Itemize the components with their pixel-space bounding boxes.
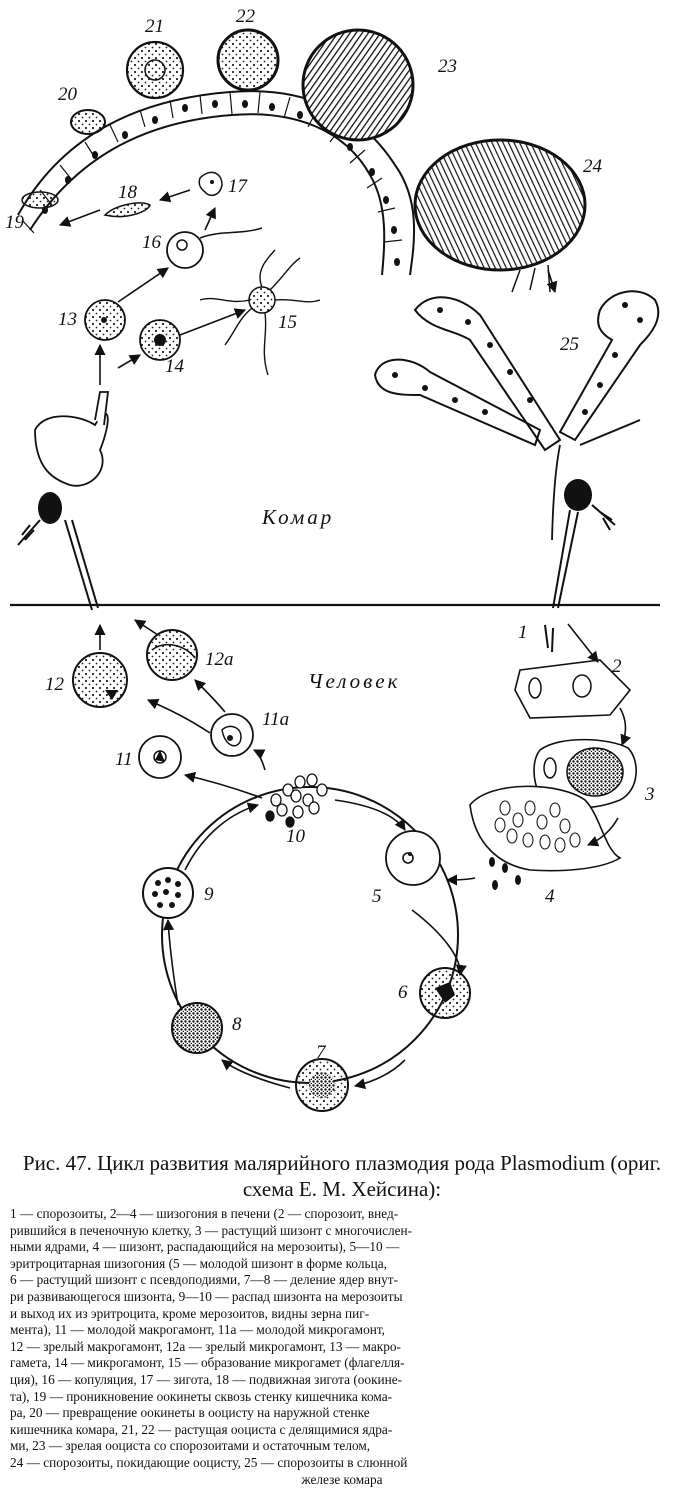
caption-line: железе комара	[301, 1471, 383, 1487]
stage-label-24: 24	[583, 156, 603, 177]
stage-label-12a: 12а	[205, 649, 234, 670]
caption-line: ция), 16 — копуляция, 17 — зигота, 18 — …	[10, 1371, 403, 1387]
region-label-human: Человек	[308, 669, 400, 693]
mature-macrogamont-12	[72, 652, 128, 708]
liver-cell-2	[514, 659, 632, 719]
stage-label-8: 8	[232, 1014, 242, 1035]
salivary-gland-25	[373, 290, 660, 541]
oocyst-24-releasing-sporozoites	[413, 138, 587, 293]
dividing-schizont-7	[295, 1058, 349, 1112]
young-ring-schizont-5	[385, 830, 441, 886]
stage-label-5: 5	[372, 886, 382, 907]
caption-line: рившийся в печеночную клетку, 3 — растущ…	[10, 1222, 413, 1238]
free-merozoites-10	[265, 773, 328, 828]
stage-label-22: 22	[236, 6, 256, 27]
stage-label-14: 14	[165, 356, 185, 377]
young-macrogamont-11	[138, 735, 182, 779]
caption-line: мента), 11 — молодой макрогамонт, 11а — …	[10, 1322, 385, 1338]
stage-label-17: 17	[228, 176, 249, 197]
stage-label-2: 2	[612, 656, 622, 677]
cycle-arrows	[58, 189, 631, 1090]
stage-label-21: 21	[145, 16, 164, 37]
caption-line: ра, 20 — превращение оокинеты в ооцисту …	[10, 1405, 370, 1421]
stage-label-3: 3	[644, 784, 655, 805]
caption-line: гамета, 14 — микрогамонт, 15 — образован…	[10, 1355, 405, 1371]
stage-label-15: 15	[278, 312, 297, 333]
caption-line: та), 19 — проникновение оокинеты сквозь …	[10, 1388, 393, 1404]
oocyst-22	[216, 28, 280, 92]
caption-line: 12 — зрелый макрогамонт, 12а — зрелый ми…	[10, 1338, 401, 1354]
ookinete-19	[21, 191, 59, 209]
young-microgamont-11a	[210, 713, 254, 757]
region-label-mosquito: Комар	[261, 505, 334, 529]
stage-label-10: 10	[286, 826, 306, 847]
oocyst-21	[125, 40, 185, 100]
schizont-merozoites-9	[142, 867, 194, 919]
dividing-schizont-8	[171, 1002, 223, 1054]
caption-line: 6 — растущий шизонт с псевдоподиями, 7—8…	[10, 1272, 399, 1288]
stage-label-11a: 11а	[262, 709, 289, 730]
stage-label-6: 6	[398, 982, 408, 1003]
stage-label-7: 7	[316, 1042, 327, 1063]
microgametes-formation-15	[199, 249, 321, 376]
mature-microgamont-12a	[146, 629, 198, 681]
microgamont-14	[139, 319, 181, 361]
stage-label-1: 1	[518, 622, 528, 643]
stage-labels: 1 2 3 4 5 6 7 8 9 10 11 11а 12 12а 13 14…	[5, 6, 655, 1063]
caption-line: кишечника комара, 21, 22 — растущая ооци…	[10, 1421, 393, 1437]
stage-label-20: 20	[58, 84, 78, 105]
caption-line: и выход их из эритроцита, кроме мерозоит…	[10, 1305, 370, 1321]
caption-line: ными ядрами, 4 — шизонт, распадающийся н…	[10, 1239, 400, 1255]
oocyst-23-with-sporozoites	[301, 28, 415, 142]
sporozoites-1	[544, 624, 554, 653]
stage-label-4: 4	[545, 886, 555, 907]
caption-line: эритроцитарная шизогония (5 — молодой ши…	[10, 1255, 387, 1271]
zygote-17	[198, 171, 223, 197]
plasmodium-life-cycle-diagram: Комар Человек 1 2 3 4 5 6 7 8 9 10 11 11…	[5, 6, 660, 1112]
copulation-16	[166, 227, 263, 269]
stage-label-13: 13	[58, 309, 77, 330]
mosquito-head-left	[17, 391, 110, 611]
stage-label-12: 12	[45, 674, 65, 695]
oocyst-20	[70, 109, 106, 135]
caption-title: Рис. 47. Цикл развития малярийного плазм…	[22, 1151, 662, 1201]
stage-label-19: 19	[5, 212, 25, 233]
macrogamete-13	[84, 299, 126, 341]
motile-zygote-18	[103, 202, 151, 218]
caption-line: ми, 23 — зрелая ооциста со спорозоитами …	[10, 1438, 371, 1454]
caption-line: ри развивающегося шизонта, 9—10 — распад…	[10, 1288, 403, 1304]
stage-label-16: 16	[142, 232, 162, 253]
amoeboid-schizont-6	[419, 967, 471, 1019]
stage-label-11: 11	[115, 749, 133, 770]
figure-caption: Рис. 47. Цикл развития малярийного плазм…	[8, 1150, 676, 1488]
schizont-releasing-merozoites-4	[469, 785, 622, 890]
caption-legend: 1 — спорозоиты, 2—4 — шизогония в печени…	[8, 1206, 676, 1488]
stage-label-25: 25	[560, 334, 579, 355]
caption-line: 1 — спорозоиты, 2—4 — шизогония в печени…	[10, 1206, 399, 1221]
stage-label-9: 9	[204, 884, 214, 905]
caption-line: 24 — спорозоиты, покидающие ооцисту, 25 …	[10, 1454, 408, 1470]
stage-label-18: 18	[118, 182, 138, 203]
mosquito-head-right	[552, 479, 616, 609]
stage-label-23: 23	[438, 56, 457, 77]
